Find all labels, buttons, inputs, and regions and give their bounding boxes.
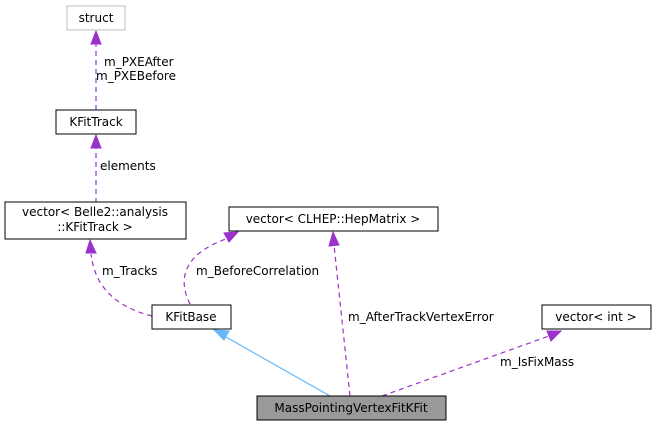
- node-label-masspointing: MassPointingVertexFitKFit: [274, 401, 427, 415]
- node-kfitbase[interactable]: KFitBase: [151, 304, 232, 330]
- node-label-vector-hepmatrix: vector< CLHEP::HepMatrix >: [246, 212, 421, 226]
- edge-label-m-isfixmass: m_IsFixMass: [500, 355, 574, 369]
- edge-label-m-pxeafter: m_PXEAfter: [104, 55, 174, 69]
- node-masspointingvertexfitkfit[interactable]: MassPointingVertexFitKFit: [256, 395, 447, 421]
- edge-struct-kfittrack: m_PXEAfter m_PXEBefore: [90, 29, 176, 110]
- node-vector-kfittrack[interactable]: vector< Belle2::analysis ::KFitTrack >: [4, 201, 187, 240]
- edge-label-m-beforecorrelation: m_BeforeCorrelation: [196, 264, 319, 278]
- edge-label-m-tracks: m_Tracks: [102, 264, 157, 278]
- node-label-vector-kfittrack-line2: ::KFitTrack >: [57, 220, 132, 234]
- node-kfittrack[interactable]: KFitTrack: [55, 109, 137, 135]
- edge-hepmatrix-kfitbase: m_BeforeCorrelation: [183, 231, 319, 305]
- node-vector-hepmatrix[interactable]: vector< CLHEP::HepMatrix >: [228, 206, 439, 232]
- edge-label-m-pxebefore: m_PXEBefore: [96, 69, 176, 83]
- node-label-kfitbase: KFitBase: [165, 310, 216, 324]
- edge-label-m-aftertrackvertexerror: m_AfterTrackVertexError: [348, 310, 494, 324]
- node-struct[interactable]: struct: [66, 5, 126, 31]
- edge-kfittrack-vector: elements: [90, 133, 156, 203]
- node-label-vector-int: vector< int >: [555, 310, 636, 324]
- edge-hepmatrix-masspointing: m_AfterTrackVertexError: [328, 230, 494, 397]
- edge-label-elements: elements: [100, 159, 156, 173]
- node-vector-int[interactable]: vector< int >: [541, 304, 652, 330]
- edge-vectorint-masspointing: m_IsFixMass: [381, 330, 574, 397]
- edge-inheritance-kfitbase: [212, 329, 331, 397]
- node-label-vector-kfittrack-line1: vector< Belle2::analysis: [22, 205, 168, 219]
- node-label-kfittrack: KFitTrack: [69, 115, 122, 129]
- node-label-struct: struct: [79, 11, 114, 25]
- edge-vector-kfitbase: m_Tracks: [85, 238, 157, 317]
